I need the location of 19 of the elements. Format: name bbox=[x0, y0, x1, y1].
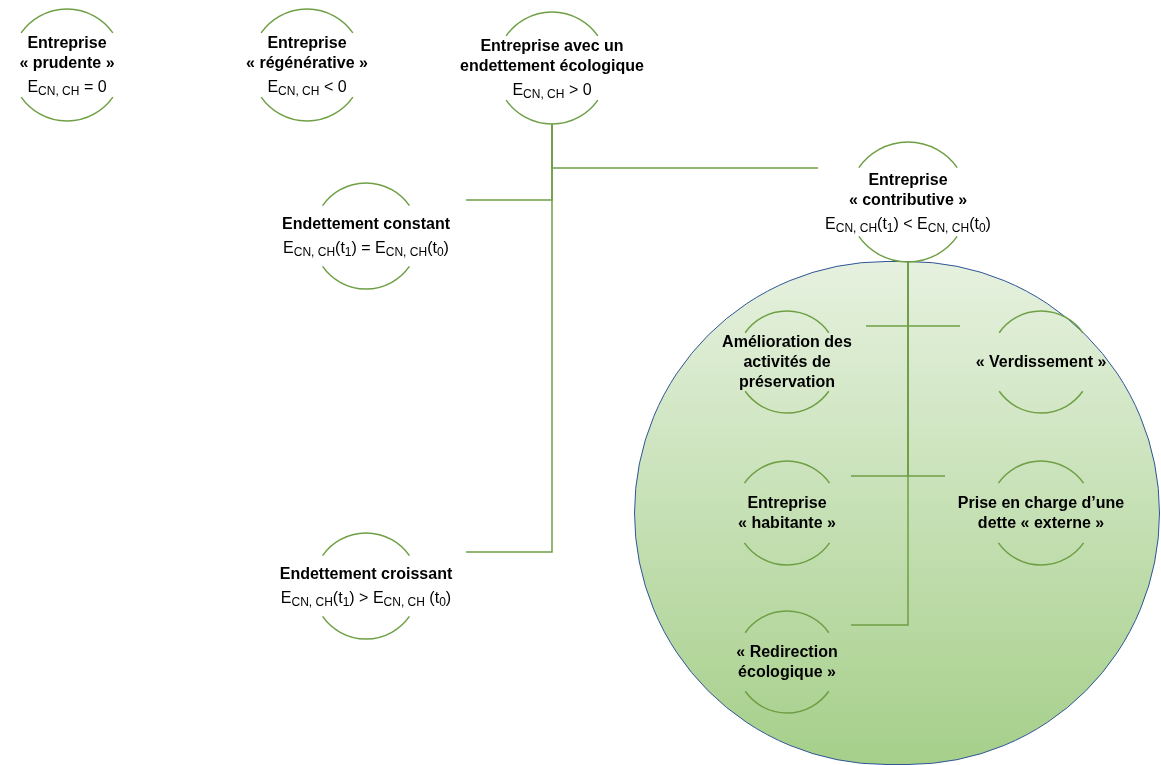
formula-text: E$_{CN, CH}$(t$_{1}$) = E$_{CN, CH}$(t$_{0}$) bbox=[283, 238, 449, 258]
connector-line bbox=[551, 123, 819, 169]
node-heading: Entreprise « prudente » bbox=[18, 33, 116, 73]
node-heading: Endettement croissant bbox=[279, 564, 453, 584]
node-heading: « Redirection écologique » bbox=[735, 642, 839, 682]
node-heading: Amélioration des activités de préservation bbox=[721, 332, 853, 392]
formula-text: E$_{CN, CH}$ < 0 bbox=[267, 77, 347, 97]
formula-text: E$_{CN, CH}$ = 0 bbox=[27, 77, 107, 97]
formula-text: E$_{CN, CH}$ > 0 bbox=[512, 80, 592, 100]
node-heading: Prise en charge d’une dette « externe » bbox=[956, 493, 1126, 533]
node-heading: Entreprise avec un endettement écologique bbox=[459, 36, 645, 76]
node-heading: Entreprise « habitante » bbox=[737, 493, 837, 533]
node-heading: Endettement constant bbox=[282, 214, 450, 234]
node-heading: Entreprise « contributive » bbox=[847, 170, 969, 210]
formula-text: E$_{CN, CH}$(t$_{1}$) > E$_{CN, CH}$ (t$_{0}$) bbox=[280, 588, 452, 608]
node-heading: Entreprise « régénérative » bbox=[245, 33, 369, 73]
node-heading: « Verdissement » bbox=[975, 352, 1107, 372]
connector-line bbox=[850, 261, 909, 626]
formula-text: E$_{CN, CH}$(t$_{1}$) < E$_{CN, CH}$(t$_{0}$) bbox=[825, 214, 991, 234]
